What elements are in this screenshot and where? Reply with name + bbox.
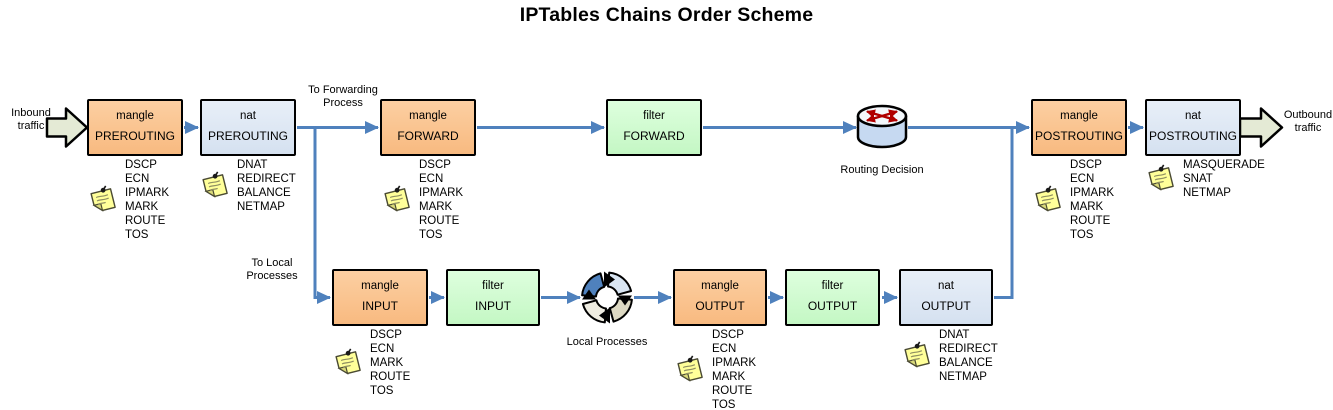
chain-box-filter-forward: filter FORWARD xyxy=(606,99,702,156)
local-processes-icon xyxy=(581,271,633,324)
target-list: DNAT REDIRECT BALANCE NETMAP xyxy=(237,159,296,213)
table-label: filter xyxy=(821,280,844,292)
table-label: mangle xyxy=(116,110,154,122)
table-label: mangle xyxy=(701,280,739,292)
connector-nout-up xyxy=(994,129,1014,299)
note-nat-prerouting: DNAT REDIRECT BALANCE NETMAP xyxy=(198,158,296,214)
chain-box-mangle-forward: mangle FORWARD xyxy=(380,99,476,156)
sticky-note-icon xyxy=(673,353,707,387)
sticky-note-icon xyxy=(900,339,934,373)
chain-box-mangle-prerouting: mangle PREROUTING xyxy=(87,99,183,156)
chain-label: POSTROUTING xyxy=(1149,129,1238,143)
table-label: mangle xyxy=(409,110,447,122)
chain-label: INPUT xyxy=(475,299,511,313)
chain-box-mangle-input: mangle INPUT xyxy=(332,269,428,326)
table-label: filter xyxy=(643,110,665,122)
target-list: DSCP ECN IPMARK MARK ROUTE TOS xyxy=(1070,159,1115,241)
target-list: DSCP ECN IPMARK MARK ROUTE TOS xyxy=(125,159,170,241)
table-label: mangle xyxy=(361,280,399,292)
local-processes-label: Local Processes xyxy=(566,336,648,348)
chain-box-mangle-output: mangle OUTPUT xyxy=(673,269,767,326)
note-mangle-output: DSCP ECN IPMARK MARK ROUTE TOS xyxy=(673,328,756,410)
note-mangle-forward: DSCP ECN IPMARK MARK ROUTE TOS xyxy=(380,158,463,242)
to-local-processes-label: To Local Processes xyxy=(246,257,298,282)
chain-label: OUTPUT xyxy=(695,299,745,313)
to-forwarding-process-label: To Forwarding Process xyxy=(308,84,378,109)
outbound-arrow-icon xyxy=(1238,107,1284,148)
chain-label: PREROUTING xyxy=(207,129,288,143)
table-label: mangle xyxy=(1060,110,1098,122)
table-label: nat xyxy=(938,280,954,292)
chain-label: INPUT xyxy=(362,299,398,313)
sticky-note-icon xyxy=(198,169,232,203)
table-label: nat xyxy=(1185,110,1201,122)
router-icon xyxy=(856,104,908,149)
target-list: DSCP ECN IPMARK MARK ROUTE TOS xyxy=(712,329,757,410)
note-nat-postrouting: MASQUERADE SNAT NETMAP xyxy=(1144,158,1265,200)
table-label: nat xyxy=(240,110,256,122)
note-mangle-postrouting: DSCP ECN IPMARK MARK ROUTE TOS xyxy=(1031,158,1114,242)
note-mangle-input: DSCP ECN MARK ROUTE TOS xyxy=(331,328,410,398)
chain-label: FORWARD xyxy=(623,129,685,143)
sticky-note-icon xyxy=(331,346,365,380)
diagram-title: IPTables Chains Order Scheme xyxy=(519,4,814,26)
chain-box-nat-output: nat OUTPUT xyxy=(899,269,993,326)
target-list: DSCP ECN MARK ROUTE TOS xyxy=(370,329,411,397)
inbound-traffic-label: Inbound traffic xyxy=(11,107,51,132)
chain-label: FORWARD xyxy=(397,129,459,143)
table-label: filter xyxy=(482,280,504,292)
connectors xyxy=(184,121,1144,304)
chain-label: POSTROUTING xyxy=(1035,129,1124,143)
target-list: DNAT REDIRECT BALANCE NETMAP xyxy=(939,329,998,383)
chain-box-filter-input: filter INPUT xyxy=(446,269,540,326)
chain-box-nat-postrouting: nat POSTROUTING xyxy=(1145,99,1241,156)
sticky-note-icon xyxy=(86,183,120,217)
chain-label: OUTPUT xyxy=(807,299,858,313)
sticky-note-icon xyxy=(380,183,414,217)
chain-box-filter-output: filter OUTPUT xyxy=(785,269,880,326)
note-mangle-prerouting: DSCP ECN IPMARK MARK ROUTE TOS xyxy=(86,158,169,242)
note-nat-output: DNAT REDIRECT BALANCE NETMAP xyxy=(900,328,998,384)
target-list: DSCP ECN IPMARK MARK ROUTE TOS xyxy=(419,159,464,241)
target-list: MASQUERADE SNAT NETMAP xyxy=(1183,159,1265,199)
chain-box-mangle-postrouting: mangle POSTROUTING xyxy=(1031,99,1127,156)
chain-label: PREROUTING xyxy=(94,129,175,143)
chain-box-nat-prerouting: nat PREROUTING xyxy=(200,99,296,156)
routing-decision-label: Routing Decision xyxy=(840,164,924,176)
inbound-arrow-icon xyxy=(45,107,89,148)
sticky-note-icon xyxy=(1031,183,1065,217)
chain-label: OUTPUT xyxy=(921,299,971,313)
sticky-note-icon xyxy=(1144,162,1178,196)
connector-to-local xyxy=(313,127,331,304)
outbound-traffic-label: Outbound traffic xyxy=(1283,109,1333,134)
